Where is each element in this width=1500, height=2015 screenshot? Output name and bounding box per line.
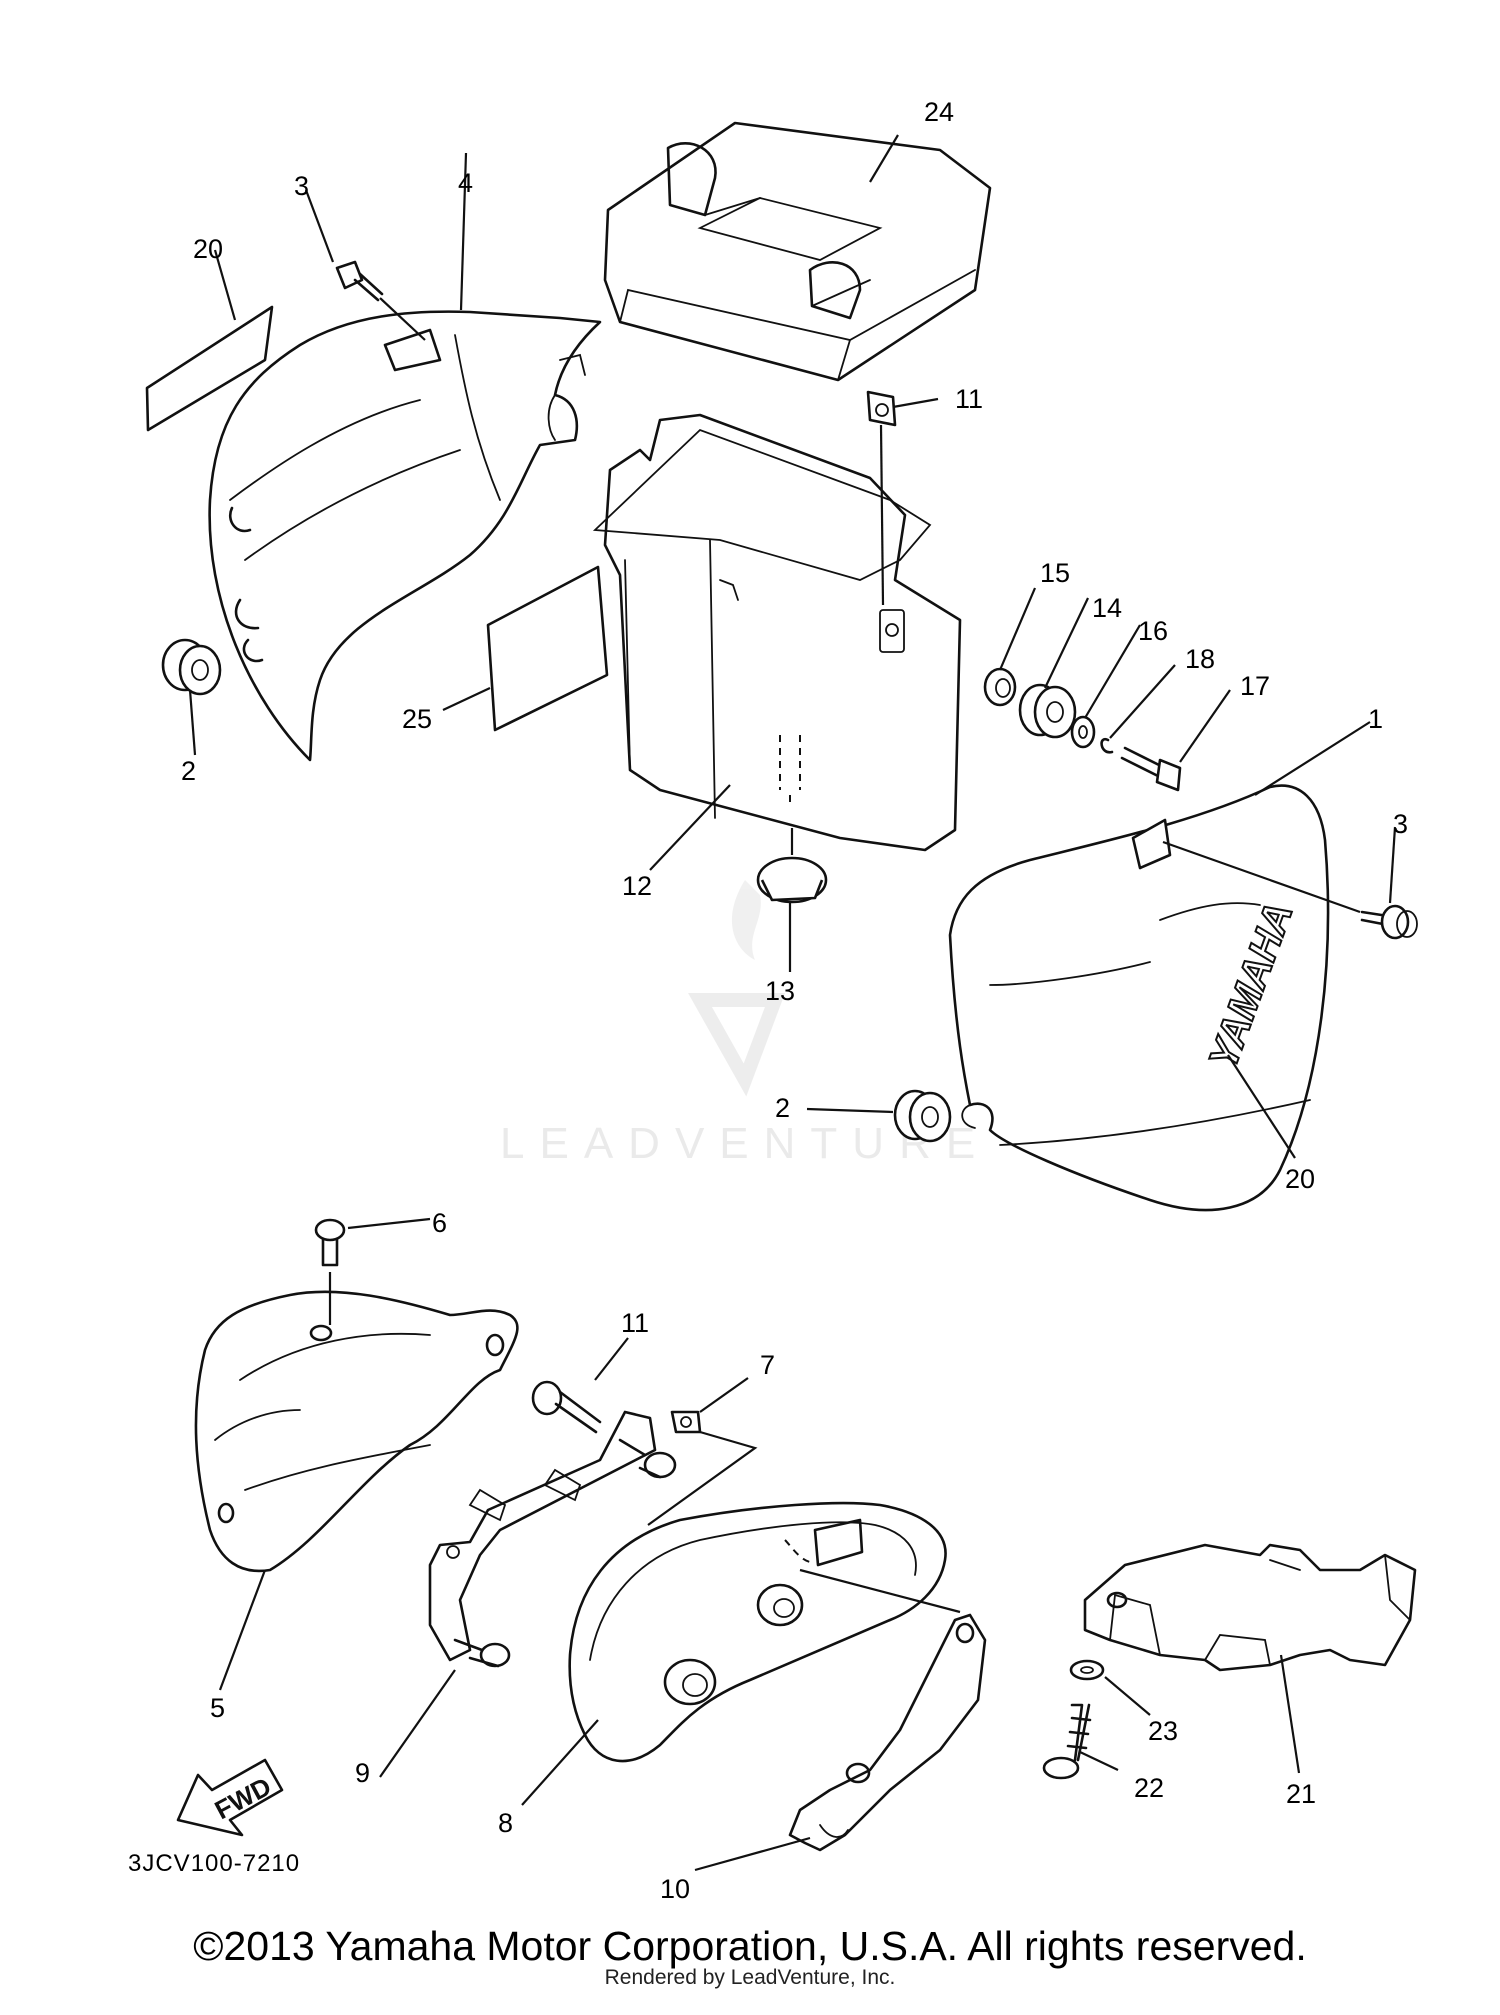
- label-part-25: [486, 565, 609, 732]
- callout-9: 9: [355, 1758, 370, 1788]
- callout-13: 11: [955, 384, 983, 414]
- clip-part-13: [866, 390, 897, 606]
- callout-18: 17: [1240, 671, 1270, 701]
- fwd-arrow-icon: FWD: [176, 1758, 284, 1837]
- callout-1: 1: [1368, 704, 1383, 734]
- rendered-by-credit: Rendered by LeadVenture, Inc.: [604, 1966, 896, 1989]
- part-code: 3JCV100-7210: [128, 1850, 300, 1877]
- grommet-part-2-upper: [161, 638, 222, 696]
- leader-lines: [188, 134, 1397, 1872]
- bracket-part-9: [428, 1410, 677, 1668]
- bolt-part-11: [531, 1380, 602, 1434]
- callout-20-upper: 20: [193, 234, 223, 264]
- callout-20-right: 20: [1285, 1164, 1315, 1194]
- callout-23: 23: [1148, 1716, 1178, 1746]
- watermark-logo: LEADVENTURE: [500, 880, 990, 1168]
- watermark-text: LEADVENTURE: [500, 1119, 990, 1168]
- callout-22: 22: [1134, 1773, 1164, 1803]
- grommet-part-15: [1018, 683, 1077, 739]
- washer-part-17: [1070, 715, 1096, 749]
- lock-washer-part-19: [1100, 737, 1114, 754]
- callout-2-right: 2: [775, 1093, 790, 1123]
- bracket-part-10: [788, 1613, 987, 1852]
- callout-8: 8: [498, 1808, 513, 1838]
- side-cover-part-1: YAMAHA: [948, 784, 1330, 1212]
- callout-12: 12: [622, 871, 652, 901]
- collar-part-16: [983, 667, 1017, 707]
- callout-16: 15: [1040, 558, 1070, 588]
- callout-2-upper: 2: [181, 756, 196, 786]
- clip-part-7: [647, 1410, 758, 1526]
- cover-part-5: [194, 1290, 519, 1573]
- callout-17: 16: [1138, 616, 1168, 646]
- battery-box-part-12: [592, 413, 962, 852]
- screw-part-6: [314, 1218, 346, 1325]
- callout-24: 24: [924, 97, 954, 127]
- callout-14: 13: [765, 976, 795, 1006]
- callout-3-right: 3: [1393, 809, 1408, 839]
- callout-4: 4: [458, 168, 473, 198]
- callout-15: 14: [1092, 593, 1122, 623]
- callout-19: 18: [1185, 644, 1215, 674]
- callout-6: 6: [432, 1208, 447, 1238]
- copyright-notice: ©2013 Yamaha Motor Corporation, U.S.A. A…: [193, 1923, 1307, 1969]
- bolt-part-22: [1042, 1703, 1092, 1780]
- callout-21: 21: [1286, 1779, 1316, 1809]
- tool-box-part-8: [568, 1501, 961, 1763]
- bracket-part-21: [1083, 1543, 1417, 1672]
- side-cover-part-4: [208, 310, 602, 762]
- grommet-part-2-right: [893, 1089, 952, 1143]
- label-part-20-upper: [145, 305, 274, 432]
- washer-part-23: [1069, 1659, 1105, 1681]
- callout-7: 7: [760, 1350, 775, 1380]
- grommet-part-14: [756, 828, 828, 904]
- callout-10: 10: [660, 1874, 690, 1904]
- callout-3-upper: 3: [294, 171, 309, 201]
- callout-11: 11: [621, 1308, 649, 1338]
- battery-cover-part-24: [603, 121, 992, 382]
- callout-labels: 24 4 3 20 11 2 25 12 13 15 14 16 18 17 1…: [128, 97, 1408, 1904]
- bolt-part-3-right: [1360, 904, 1418, 940]
- bolt-part-18: [1120, 746, 1182, 792]
- bolt-part-3-upper: [335, 260, 426, 341]
- callout-25: 25: [402, 704, 432, 734]
- callout-5: 5: [210, 1693, 225, 1723]
